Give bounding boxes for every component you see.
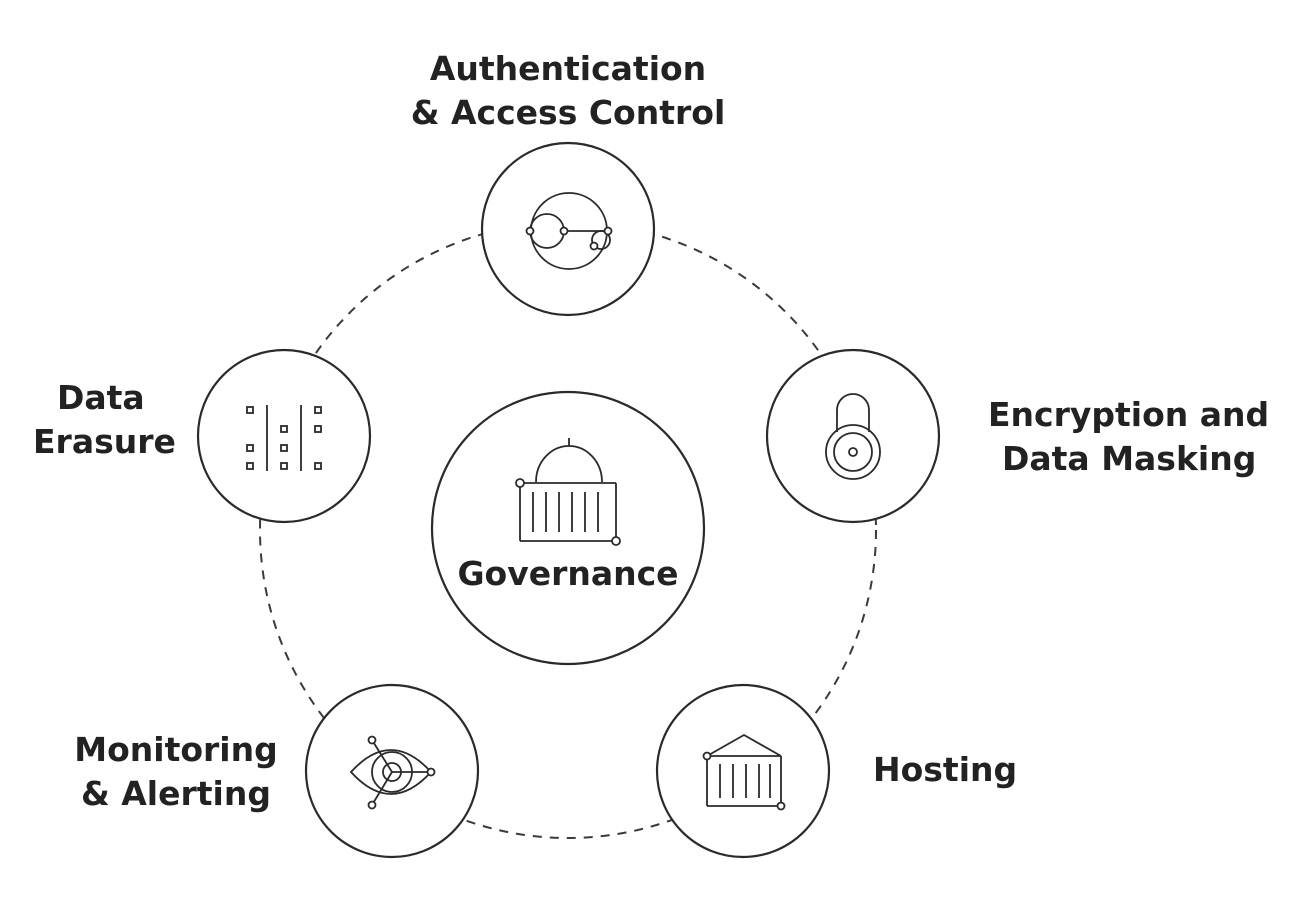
label-line: Data: [57, 378, 145, 417]
label-line: Erasure: [33, 422, 176, 461]
label-hosting: Hosting: [873, 748, 1073, 792]
center-label: Governance: [457, 554, 679, 593]
label-monitoring: Monitoring & Alerting: [70, 728, 282, 816]
label-line: Authentication: [429, 49, 707, 88]
label-line: Hosting: [873, 750, 1018, 789]
padlock-icon: [825, 393, 881, 480]
node-circle-authentication: [480, 141, 656, 317]
label-line: Encryption and: [988, 395, 1270, 434]
data-grid-icon: [246, 405, 322, 471]
label-erasure: Data Erasure: [33, 376, 193, 464]
label-line: & Access Control: [410, 93, 726, 132]
eye-icon: [349, 735, 436, 810]
node-circle-erasure: [196, 348, 372, 524]
key-icon: [525, 192, 613, 270]
label-encryption: Encryption and Data Masking: [988, 393, 1278, 481]
node-circle-encryption: [765, 348, 941, 524]
label-line: Data Masking: [1002, 439, 1257, 478]
label-line: & Alerting: [81, 774, 271, 813]
label-authentication: Authentication & Access Control: [404, 47, 732, 135]
government-building-icon: [515, 438, 621, 546]
center-circle: [430, 390, 706, 666]
label-line: Monitoring: [74, 730, 278, 769]
data-center-icon: [702, 733, 786, 811]
node-circle-hosting: [655, 683, 831, 859]
